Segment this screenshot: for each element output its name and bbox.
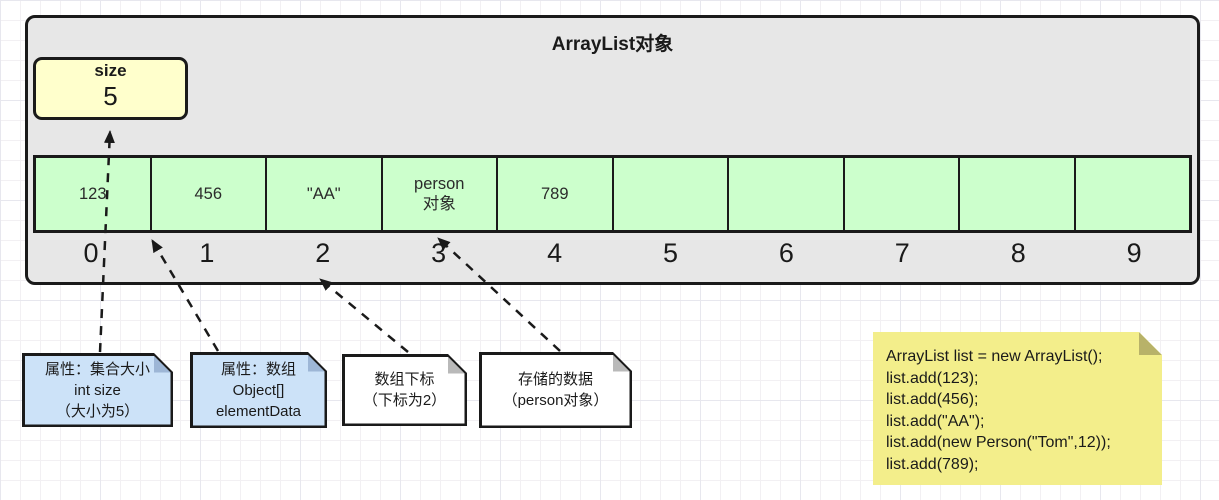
callout-note-stored-data: 存储的数据 （person对象） xyxy=(479,352,632,428)
note-line: int size xyxy=(74,381,121,399)
cell-value: 456 xyxy=(194,185,223,203)
index-label: 0 xyxy=(83,238,99,268)
code-line: list.add(new Person("Tom",12)); xyxy=(886,434,1111,451)
array-cell xyxy=(1076,158,1190,230)
index-label: 6 xyxy=(778,238,794,268)
callout-note-size-attribute: 属性：集合大小 int size （大小为5） xyxy=(22,353,173,427)
cell-value: person 对象 xyxy=(414,175,465,213)
code-line: ArrayList list = new ArrayList(); xyxy=(886,348,1103,365)
index-label: 9 xyxy=(1126,238,1142,268)
array-cell: "AA" xyxy=(267,158,383,230)
index-label: 8 xyxy=(1010,238,1026,268)
cell-value: 789 xyxy=(540,185,569,203)
code-line: list.add(123); xyxy=(886,369,979,387)
callout-note-array-index: 数组下标 （下标为2） xyxy=(342,354,467,426)
cell-value: "AA" xyxy=(306,185,341,203)
array-cell xyxy=(960,158,1076,230)
array-cell xyxy=(729,158,845,230)
note-line: 属性：集合大小 xyxy=(44,360,150,378)
array-cell: 789 xyxy=(498,158,614,230)
note-line: 存储的数据 xyxy=(517,371,593,388)
note-line: Object[] xyxy=(232,381,285,399)
note-line: elementData xyxy=(215,402,302,420)
arrow-array-index xyxy=(319,278,409,353)
array-cell xyxy=(845,158,960,230)
callout-note-elementdata-attribute: 属性：数组 Object[] elementData xyxy=(190,352,327,428)
index-label: 4 xyxy=(547,238,563,268)
index-label: 1 xyxy=(199,238,215,268)
array-cell xyxy=(614,158,729,230)
array-cell: 456 xyxy=(152,158,267,230)
size-box: size 5 xyxy=(33,57,188,120)
container-title: ArrayList对象 xyxy=(551,34,674,55)
array-cell: person 对象 xyxy=(383,158,498,230)
code-line: list.add(789); xyxy=(886,455,979,473)
cell-value: 123 xyxy=(78,185,107,203)
index-label: 5 xyxy=(662,238,678,268)
size-box-label: size xyxy=(94,61,127,80)
note-line: （下标为2） xyxy=(362,392,447,409)
index-label: 2 xyxy=(315,238,331,268)
elementdata-array: 123 456 "AA" person 对象 789 xyxy=(33,155,1192,233)
arraylist-object-box: ArrayList对象 xyxy=(25,15,1200,285)
code-sticky-note: ArrayList list = new ArrayList(); list.a… xyxy=(873,332,1162,485)
array-cell: 123 xyxy=(36,158,152,230)
note-line: 属性：数组 xyxy=(220,360,296,378)
size-box-value: 5 xyxy=(103,81,118,111)
note-line: 数组下标 xyxy=(374,371,435,388)
code-line: list.add(456); xyxy=(886,391,979,408)
index-label: 3 xyxy=(431,238,447,268)
note-line: （大小为5） xyxy=(55,402,140,420)
note-line: （person对象） xyxy=(502,392,609,409)
code-line: list.add("AA"); xyxy=(886,412,985,430)
index-label: 7 xyxy=(894,238,910,268)
index-row: 0 1 2 3 4 5 6 7 8 9 xyxy=(33,238,1192,269)
